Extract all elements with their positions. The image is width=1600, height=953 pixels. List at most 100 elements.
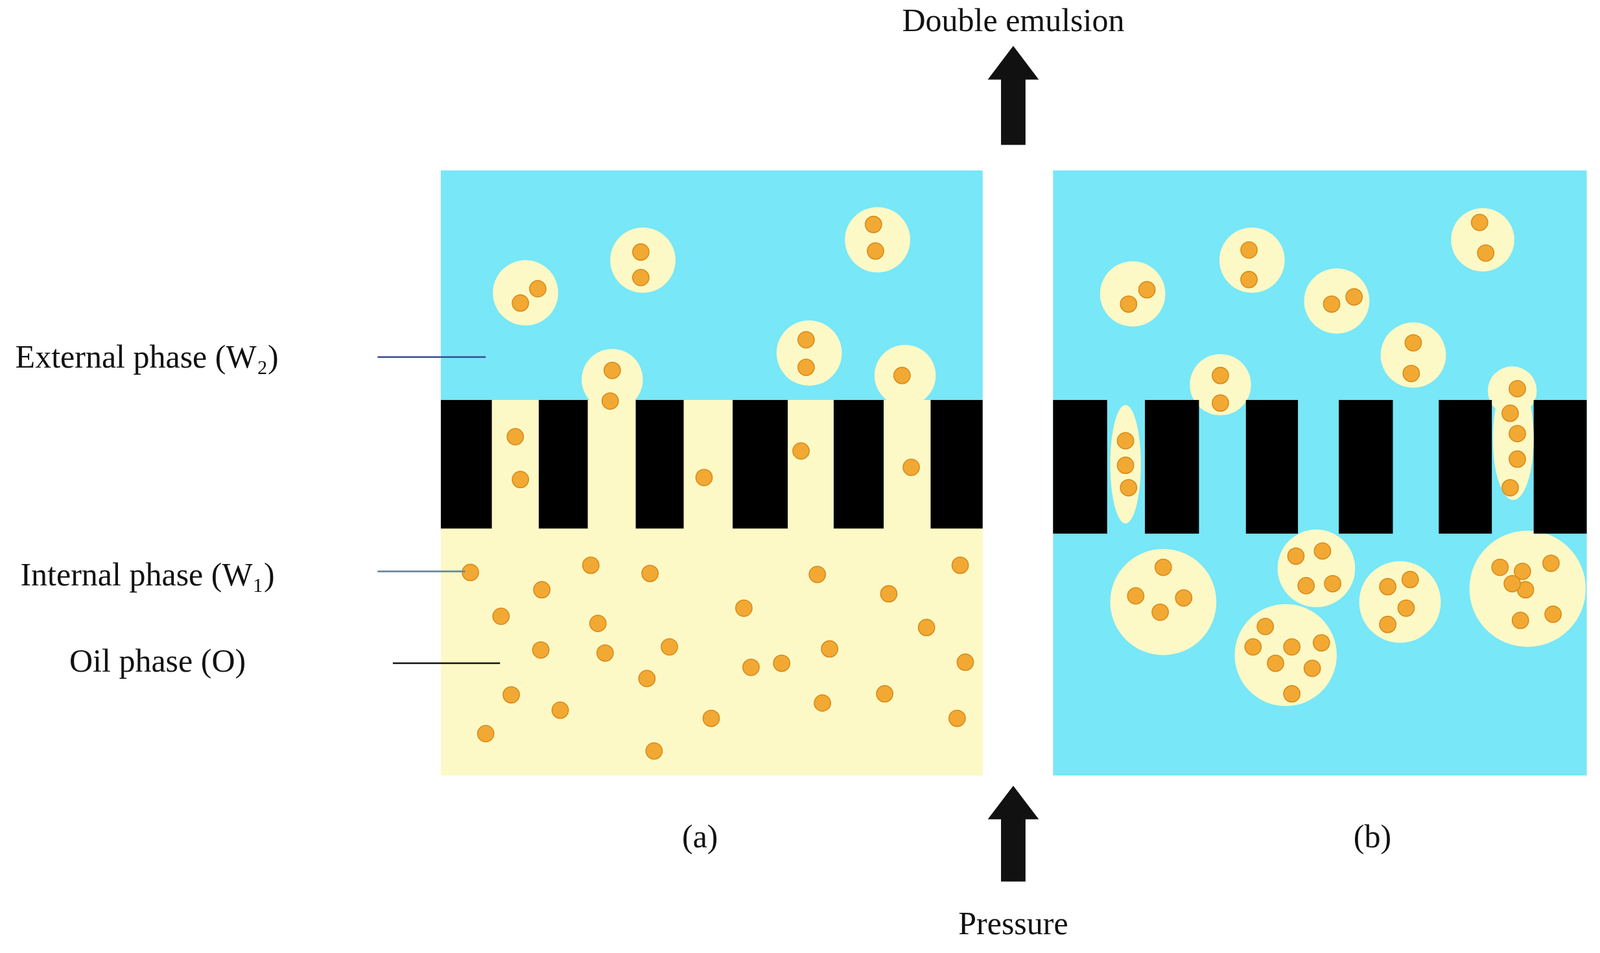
water-droplet bbox=[1402, 364, 1420, 382]
water-droplet bbox=[1257, 618, 1274, 635]
oil-droplet bbox=[1469, 530, 1586, 647]
water-droplet bbox=[1504, 575, 1521, 592]
water-droplet bbox=[1509, 451, 1526, 468]
water-droplet bbox=[1404, 334, 1422, 351]
water-droplet bbox=[1155, 558, 1172, 576]
arrow-up bbox=[988, 785, 1040, 882]
label: Double emulsion bbox=[901, 2, 1125, 39]
water-droplet bbox=[1120, 295, 1137, 312]
oil-droplet bbox=[1100, 261, 1166, 327]
water-droplet bbox=[1244, 638, 1261, 655]
water-droplet bbox=[1120, 479, 1137, 496]
water-droplet bbox=[604, 362, 621, 379]
water-droplet bbox=[1127, 588, 1144, 605]
leader-line bbox=[377, 356, 486, 359]
water-droplet bbox=[1402, 571, 1419, 588]
water-droplet bbox=[814, 694, 831, 712]
leader-line bbox=[377, 570, 465, 573]
water-droplet bbox=[880, 585, 897, 602]
water-droplet bbox=[532, 641, 550, 659]
oil-droplet bbox=[776, 320, 843, 386]
water-droplet bbox=[1240, 241, 1258, 259]
water-droplet bbox=[773, 654, 790, 671]
leader-line bbox=[392, 662, 500, 665]
water-droplet bbox=[632, 243, 649, 260]
water-droplet bbox=[1297, 577, 1315, 594]
membrane-wall bbox=[930, 400, 983, 529]
water-droplet bbox=[641, 565, 659, 582]
water-droplet bbox=[1502, 405, 1519, 422]
water-droplet bbox=[1491, 558, 1508, 576]
oil-droplet bbox=[1380, 322, 1447, 388]
water-droplet bbox=[956, 654, 974, 671]
water-droplet bbox=[798, 331, 815, 349]
oil-droplet bbox=[1450, 208, 1515, 272]
water-droplet bbox=[645, 742, 662, 760]
pore-droplets bbox=[1109, 377, 1534, 524]
water-droplet bbox=[1397, 599, 1414, 616]
membrane-wall bbox=[440, 400, 493, 529]
water-droplet bbox=[695, 469, 712, 486]
membrane-wall bbox=[538, 400, 589, 529]
label: (a) bbox=[682, 818, 719, 855]
oil-droplet bbox=[844, 206, 911, 273]
water-droplet bbox=[512, 294, 529, 312]
water-droplet bbox=[661, 638, 678, 655]
water-droplet bbox=[821, 640, 838, 657]
water-droplet bbox=[1117, 457, 1134, 474]
water-droplet bbox=[1240, 271, 1258, 288]
water-droplet bbox=[702, 709, 719, 727]
water-droplet bbox=[1139, 281, 1156, 298]
water-droplet bbox=[1283, 685, 1300, 703]
membrane-wall bbox=[635, 400, 684, 529]
water-droplet bbox=[865, 216, 882, 233]
pore-droplet bbox=[1109, 405, 1141, 524]
water-droplet bbox=[1212, 394, 1229, 412]
water-droplet bbox=[602, 392, 619, 410]
water-droplet bbox=[1509, 380, 1526, 397]
membrane-wall bbox=[1144, 400, 1199, 534]
water-droplet bbox=[876, 685, 893, 703]
water-droplet bbox=[918, 619, 935, 636]
water-droplet bbox=[894, 367, 911, 384]
water-droplet bbox=[1314, 542, 1331, 559]
oil-droplet bbox=[1359, 561, 1442, 644]
water-droplet bbox=[477, 725, 495, 742]
water-droplet bbox=[1117, 432, 1134, 449]
oil-droplet bbox=[1235, 604, 1337, 706]
water-droplet bbox=[632, 269, 649, 286]
oil-droplet bbox=[610, 227, 676, 294]
water-droplet bbox=[792, 442, 810, 459]
oil-droplet bbox=[874, 344, 936, 406]
membrane-wall bbox=[732, 400, 788, 529]
water-droplet bbox=[1544, 606, 1562, 623]
water-droplet bbox=[798, 359, 815, 376]
membrane-wall bbox=[1438, 400, 1492, 534]
water-droplet bbox=[552, 702, 569, 719]
water-droplet bbox=[1304, 659, 1321, 677]
water-droplet bbox=[589, 615, 607, 632]
water-droplet bbox=[952, 556, 969, 574]
water-droplet bbox=[742, 659, 760, 676]
water-droplet bbox=[1152, 604, 1169, 621]
water-droplet bbox=[503, 686, 520, 703]
water-droplet bbox=[1324, 575, 1341, 592]
water-droplet bbox=[1379, 578, 1396, 595]
oil-phase bbox=[440, 400, 983, 776]
water-droplet bbox=[949, 709, 966, 727]
water-droplet bbox=[533, 581, 550, 598]
water-droplet bbox=[1283, 638, 1300, 655]
water-droplet bbox=[1512, 611, 1529, 629]
water-droplet bbox=[867, 243, 884, 260]
arrow-up bbox=[988, 46, 1040, 146]
oil-droplet bbox=[1304, 268, 1370, 334]
membrane-wall bbox=[1052, 400, 1107, 534]
water-droplet bbox=[1287, 547, 1304, 565]
water-droplet bbox=[735, 599, 753, 616]
water-droplet bbox=[512, 471, 529, 488]
water-droplet bbox=[1509, 425, 1526, 442]
water-droplet bbox=[1502, 479, 1519, 496]
water-droplet bbox=[529, 280, 546, 297]
